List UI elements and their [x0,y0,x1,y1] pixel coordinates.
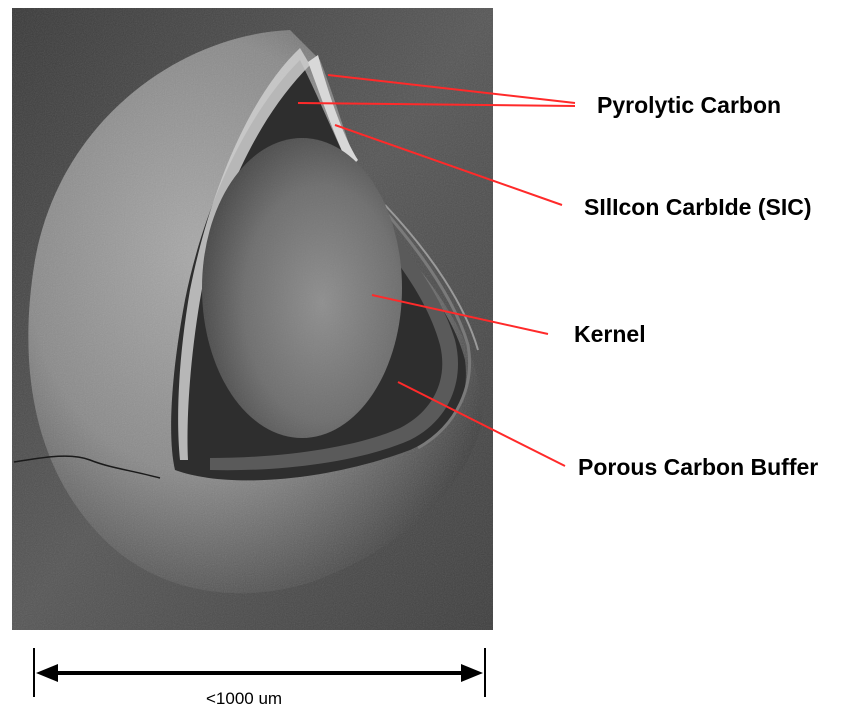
label-kernel: Kernel [574,323,646,346]
label-silicon-carbide: SIlIcon CarbIde (SIC) [584,196,811,219]
scale-bar-right-arrow [461,664,483,682]
scale-bar-left-arrow [36,664,58,682]
label-pyrolytic-carbon: Pyrolytic Carbon [597,94,781,117]
scale-bar-label: <1000 um [206,690,282,707]
label-porous-carbon-buffer: Porous Carbon Buffer [578,456,818,479]
